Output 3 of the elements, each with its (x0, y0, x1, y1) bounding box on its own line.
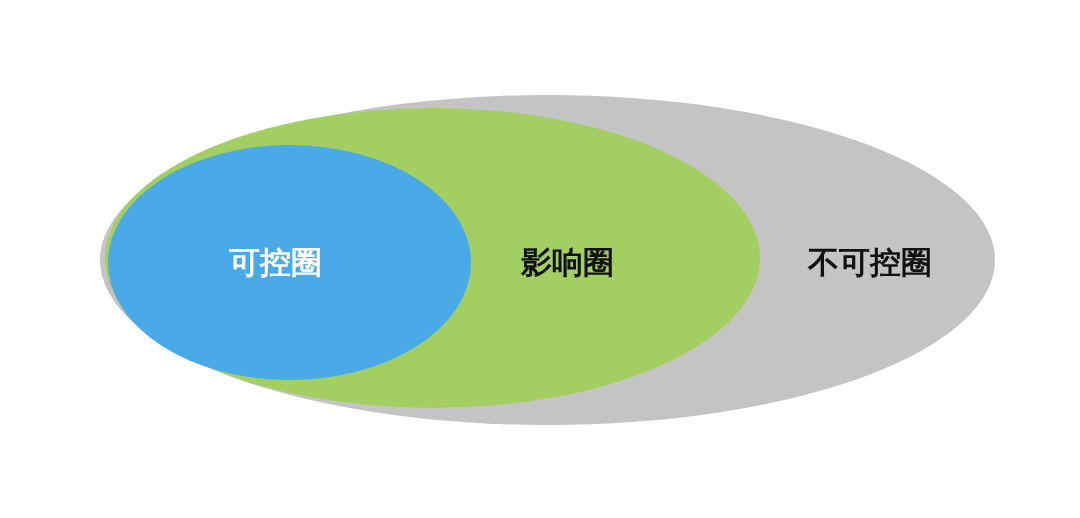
ellipse-label: 不可控圈 (808, 244, 932, 280)
ellipse-label: 可控圈 (228, 244, 322, 280)
ellipse-label: 影响圈 (520, 244, 614, 280)
